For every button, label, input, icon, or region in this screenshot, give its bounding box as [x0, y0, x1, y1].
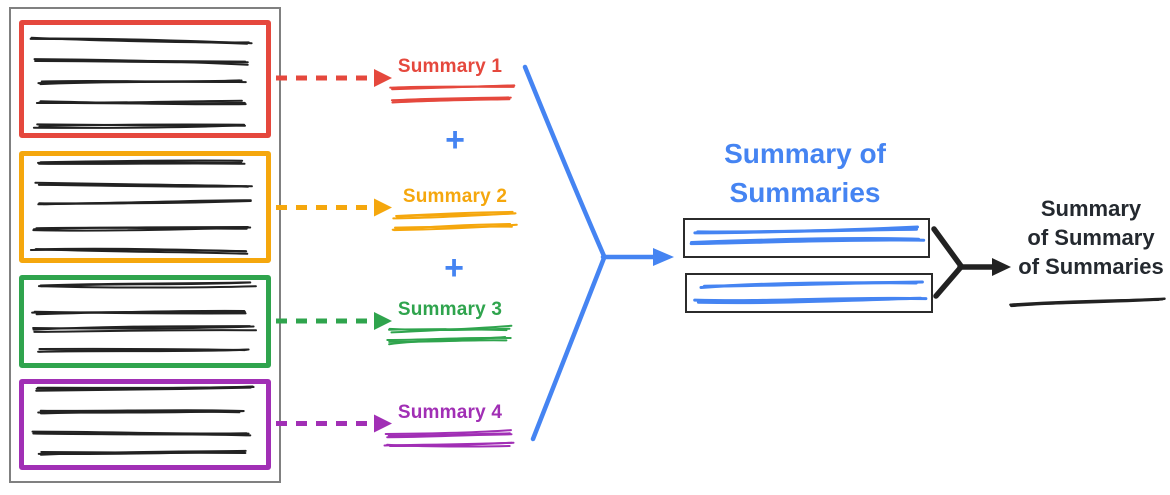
dashed-arrow-1 — [276, 69, 392, 87]
plus-icon-2: + — [444, 249, 464, 287]
merge-arrow-blue — [522, 64, 674, 442]
source-document-frame — [9, 7, 281, 483]
summary-3-label: Summary 3 — [397, 299, 503, 320]
source-section-2 — [19, 151, 271, 263]
final-summary-label: Summary of Summary of Summaries — [1011, 194, 1170, 281]
merge-arrow-black — [931, 226, 1011, 299]
summary-of-summaries-title: Summary of Summaries — [695, 134, 915, 212]
summary-1-scribble — [389, 84, 516, 104]
final-label-line-1: Summary — [1040, 196, 1142, 221]
final-underline-scribble — [1009, 297, 1166, 308]
plus-icon-1: + — [445, 121, 465, 159]
summary-2-label: Summary 2 — [402, 186, 508, 207]
dashed-arrow-4 — [276, 414, 392, 433]
summary-4-scribble — [383, 429, 515, 448]
summary-1-label: Summary 1 — [397, 56, 503, 77]
dashed-arrow-2 — [276, 198, 392, 217]
summary-of-summaries-box-1 — [683, 218, 930, 258]
title-line-2: Summaries — [729, 177, 881, 208]
final-label-line-2: of Summary — [1027, 225, 1155, 250]
source-section-4 — [19, 379, 271, 470]
summary-of-summaries-box-2 — [685, 273, 933, 313]
dashed-arrow-3 — [276, 312, 392, 330]
summary-3-scribble — [386, 324, 513, 346]
title-line-1: Summary of — [724, 138, 886, 169]
summary-2-scribble — [391, 210, 518, 232]
source-section-1 — [19, 20, 271, 138]
summary-4-label: Summary 4 — [397, 402, 503, 423]
source-section-3 — [19, 275, 271, 368]
final-label-line-3: of Summaries — [1018, 254, 1164, 279]
